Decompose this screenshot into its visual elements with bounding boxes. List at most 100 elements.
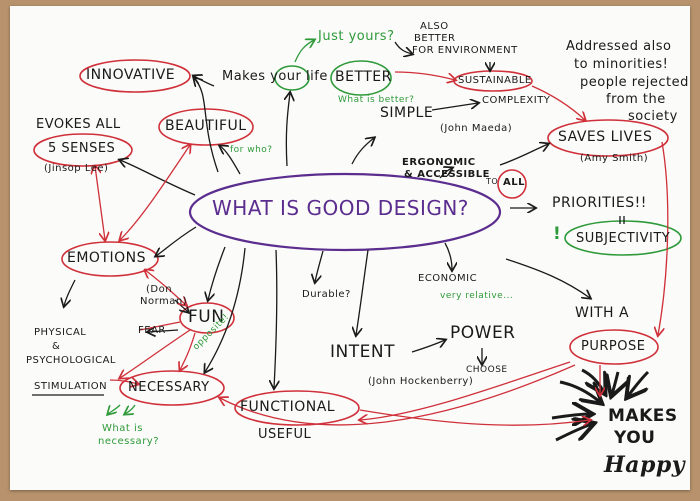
- red-sustainable-saves: [531, 85, 585, 120]
- label-happy: Happy: [604, 452, 686, 478]
- oval-purpose: [569, 329, 659, 365]
- arrow-happy-2: [581, 368, 604, 392]
- label-intent: INTENT: [330, 342, 395, 362]
- red-fun-necessary: [180, 332, 196, 370]
- label-addressed-4: from the: [606, 92, 666, 107]
- label-makes-your-life: Makes your life: [222, 69, 328, 84]
- green-necessary-what: [108, 404, 121, 414]
- arrow-to-ergonomic: [439, 168, 452, 179]
- label-simple: SIMPLE: [380, 105, 434, 121]
- arrow-fun-fear: [148, 330, 179, 332]
- label-also-2: BETTER: [414, 33, 456, 44]
- label-also-3: FOR ENVIRONMENT: [412, 45, 518, 56]
- red-fun-stimulation: [120, 329, 191, 378]
- label-physical-1: PHYSICAL: [34, 327, 87, 338]
- label-fun: FUN: [188, 307, 225, 327]
- arrow-happy-3: [612, 371, 618, 394]
- label-fear: FEAR: [138, 325, 166, 336]
- label-don-norman-2: Norman): [140, 296, 188, 307]
- label-addressed-2: to minorities!: [574, 57, 669, 72]
- label-accessible: & ACCESSIBLE: [404, 169, 490, 180]
- label-addressed-5: society: [628, 109, 678, 124]
- label-john-hockenberry: (John Hockenberry): [368, 376, 474, 387]
- label-don-norman-1: (Don: [146, 284, 173, 295]
- arrow-also-better: [394, 41, 412, 54]
- label-choose: CHOOSE: [466, 365, 508, 375]
- label-evokes-2: 5 SENSES: [48, 141, 116, 156]
- label-innovative: INNOVATIVE: [86, 67, 176, 83]
- label-with-a: WITH A: [575, 305, 630, 321]
- label-complexity: COMPLEXITY: [482, 95, 551, 106]
- oval-emotions: [61, 241, 159, 277]
- oval-all: [497, 169, 527, 199]
- label-evokes-1: EVOKES ALL: [36, 117, 121, 132]
- label-what-is-necessary-2: necessary?: [98, 436, 160, 447]
- red-beautiful-emotions: [120, 145, 190, 240]
- label-economic: ECONOMIC: [418, 273, 478, 284]
- arrow-to-evokes: [120, 160, 196, 196]
- oval-saves-lives: [547, 119, 669, 157]
- label-john-maeda: (John Maeda): [440, 123, 513, 134]
- oval-innovative: [79, 59, 191, 93]
- red-purpose-functional: [360, 361, 571, 420]
- label-also-1: ALSO: [420, 21, 449, 32]
- arrow-happy-5: [551, 414, 590, 418]
- label-power: POWER: [450, 323, 516, 343]
- oval-functional: [234, 390, 360, 426]
- red-emotions-fun: [145, 270, 186, 305]
- arrow-happy-1: [559, 380, 600, 402]
- label-ergonomic: ERGONOMIC: [402, 157, 476, 168]
- arrow-to-economic: [444, 242, 452, 270]
- arrow-emotions-physical: [64, 279, 76, 306]
- label-functional: FUNCTIONAL: [240, 399, 336, 415]
- arrow-to-durable: [315, 250, 324, 282]
- label-for-who: for who?: [230, 145, 273, 155]
- red-saves-purpose: [658, 141, 669, 335]
- label-beautiful: BEAUTIFUL: [165, 118, 247, 134]
- oval-your: [274, 65, 310, 91]
- label-physical-2: &: [52, 341, 61, 352]
- arrow-intent-power: [411, 340, 445, 353]
- label-sustainable: SUSTAINABLE: [458, 75, 532, 86]
- label-jinsop-lee: (Jinsop Lee): [44, 163, 109, 174]
- arrow-to-intent: [356, 249, 369, 335]
- label-amy-smith: (Amy Smith): [580, 153, 649, 164]
- green-necessary-what2: [125, 404, 136, 414]
- oval-subjectivity: [564, 220, 682, 256]
- red-stimulation-necessary: [109, 380, 138, 384]
- arrow-to-fun: [208, 246, 226, 300]
- label-useful: USEFUL: [258, 427, 312, 442]
- label-all: ALL: [503, 177, 525, 188]
- label-just-yours: Just yours?: [318, 29, 395, 44]
- arrow-to-with-a: [505, 258, 590, 298]
- arrow-ergonomic-saves: [499, 144, 548, 166]
- oval-fun: [179, 302, 235, 334]
- label-you: YOU: [614, 428, 656, 448]
- arrow-simple-complexity: [431, 103, 478, 111]
- label-what-is-better: What is better?: [338, 95, 415, 105]
- label-addressed-3: people rejected: [580, 75, 689, 90]
- arrow-happy-4: [628, 370, 650, 396]
- label-better: BETTER: [335, 69, 392, 85]
- arrow-to-simple: [351, 138, 374, 165]
- label-what-is-necessary-1: What is: [102, 423, 143, 434]
- label-exclaim: !: [553, 224, 562, 244]
- arrow-makes-your-life: [194, 76, 215, 87]
- red-fear-strike: [139, 321, 181, 331]
- red-better-sustainable: [394, 71, 455, 80]
- label-subjectivity: SUBJECTIVITY: [576, 231, 671, 246]
- arrow-to-makes-better: [286, 93, 290, 167]
- arrow-to-necessary: [205, 247, 246, 372]
- oval-necessary: [119, 370, 225, 406]
- red-evokes-emotions: [95, 166, 105, 240]
- red-purpose-necessary: [220, 364, 576, 426]
- label-to: TO: [486, 177, 499, 186]
- label-very-relative: very relative...: [440, 291, 514, 301]
- label-saves-lives: SAVES LIVES: [558, 129, 653, 145]
- green-just-yours: [294, 40, 314, 63]
- arrow-to-functional: [274, 249, 277, 388]
- oval-better: [330, 60, 392, 96]
- label-priorities: PRIORITIES!!: [552, 195, 647, 211]
